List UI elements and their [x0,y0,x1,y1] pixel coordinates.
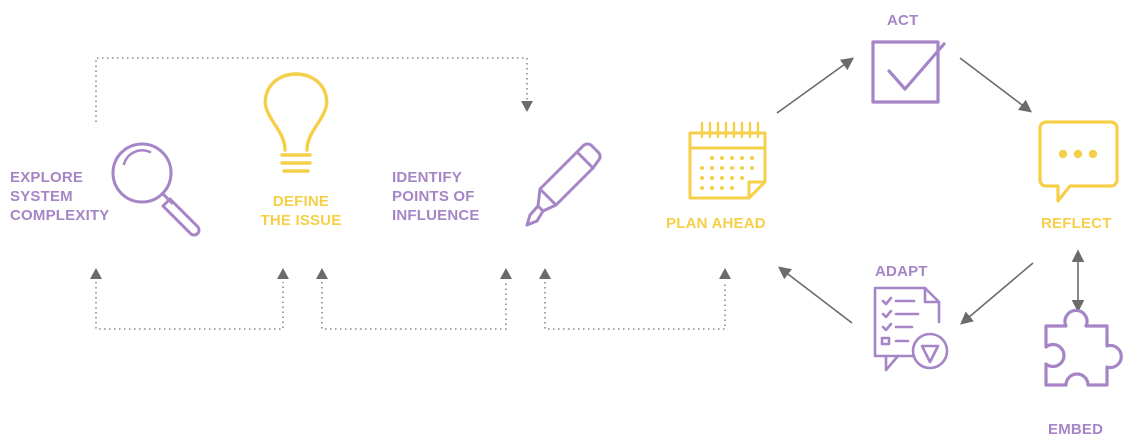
embed-label: EMBED [1048,421,1104,438]
explore-label-line-1: EXPLORE [10,169,84,186]
identify-label-line-1: IDENTIFY [392,169,462,186]
arrow-adapt-to-plan [777,266,853,324]
identify-label-line-2: POINTS OF [392,188,475,205]
arrowhead-up-explore [90,268,102,279]
calendar-icon [688,121,767,200]
magnifier-icon [111,142,201,237]
define-label-line-2: THE ISSUE [260,212,342,229]
adapt-label: ADAPT [875,263,928,280]
identify-label-line-3: INFLUENCE [392,207,480,224]
arrowhead-down-identify [521,101,533,112]
bottom-dotted-link-2 [321,282,507,330]
arrow-plan-to-act [776,57,855,114]
define-label-line-1: DEFINE [272,193,330,210]
identify-points-of-influence-label: IDENTIFY POINTS OF INFLUENCE [392,168,480,225]
bottom-dotted-link-1 [95,282,284,330]
checkbox-icon [871,40,946,104]
explore-label-line-3: COMPLEXITY [10,207,110,224]
arrowhead-up-define-right [277,268,289,279]
puzzle-piece-icon [1044,308,1123,387]
checklist-icon [873,286,949,372]
explore-system-complexity-label: EXPLORE SYSTEM COMPLEXITY [10,168,110,225]
dotted-connectors [95,57,726,330]
plan-ahead-label: PLAN AHEAD [666,215,766,232]
speech-bubble-icon [1038,120,1119,203]
arrowhead-up-define-left [316,268,328,279]
cycle-arrows [776,57,1085,325]
act-label: ACT [887,12,919,29]
arrowhead-up-identify-right [500,268,512,279]
highlighter-icon [525,142,602,227]
reflect-label: REFLECT [1041,215,1112,232]
lightbulb-icon [263,72,329,173]
dotted-arrowheads [90,101,731,279]
define-the-issue-label: DEFINE THE ISSUE [250,192,352,230]
explore-label-line-2: SYSTEM [10,188,73,205]
top-dotted-loop [95,57,528,122]
arrow-reflect-to-adapt [960,262,1034,325]
arrow-act-to-reflect [959,57,1033,113]
arrowhead-up-plan [719,268,731,279]
bottom-dotted-link-3 [544,282,726,330]
arrowhead-up-identify-left [539,268,551,279]
